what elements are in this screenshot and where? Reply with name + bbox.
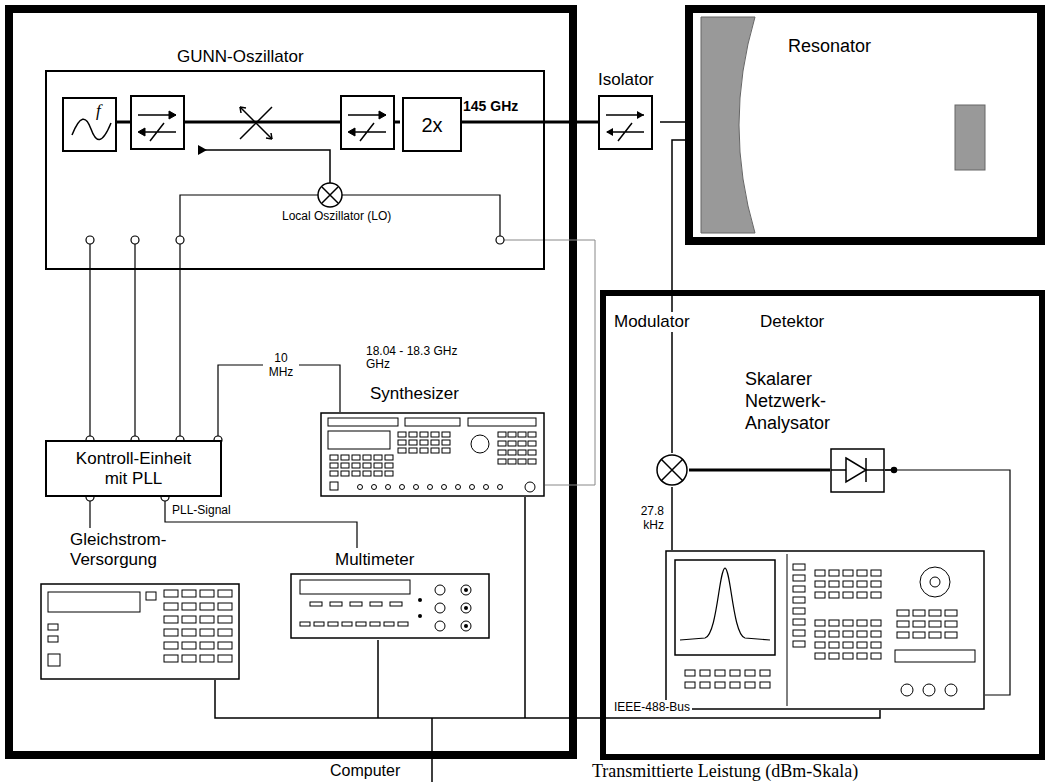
isolator-box: Isolator [598,95,660,150]
isolator-box-drawing [598,95,660,150]
node-heading: Kontroll-Einheit mit PLL [64,449,204,489]
connector-line [165,497,357,548]
filter-box-drawing [64,99,115,150]
node-heading: Skalarer Netzwerk- Analysator [745,368,860,434]
lo-label: Local Oszillator (LO) [282,209,391,223]
connector-line [135,270,136,440]
connector-line [90,270,91,440]
edge-label: PLL-Signal [172,503,231,517]
connector-line [180,270,181,440]
computer-label: Computer [330,762,400,780]
connector-line [90,497,91,528]
node-heading: Gleichstrom- Versorgung [70,530,200,570]
network-analyzer-instrument-drawing [665,550,985,710]
synthesizer-instrument-drawing [320,412,545,497]
detection-frame [603,293,1042,757]
detector-symbol-drawing [830,448,885,493]
node-heading: 2x [421,113,442,137]
node-heading: Resonator [788,35,871,57]
resonator-housing: Resonator [685,5,1045,245]
modulator-symbol: Modulator [655,453,689,487]
synthesizer-instrument: Synthesizer [320,412,545,497]
node-heading: Modulator [612,312,692,332]
connector-line [545,240,595,485]
multimeter-instrument: Multimeter [290,548,490,640]
node-heading: Isolator [598,70,654,90]
edge-label: 10 MHz [263,351,299,379]
connector-line [672,487,673,550]
connector-line [660,122,685,123]
detector-symbol: Detektor [830,448,885,493]
doubler-box: 2x [402,97,462,152]
node-heading: Synthesizer [370,384,459,404]
connector-line [689,470,830,471]
filter-box: f [62,97,117,152]
bus-label: IEEE-488-Bus [612,700,692,714]
edge-label: 145 GHz [463,98,518,115]
dc-supply-instrument: Gleichstrom- Versorgung [40,528,240,680]
ieee-bus [215,468,897,782]
connector-line [672,140,685,453]
control-unit-box: Kontroll-Einheit mit PLL [45,440,222,497]
edge-label: 27.8 kHz [626,504,664,532]
node-heading: f [96,101,101,121]
modulator-symbol-drawing [655,453,689,487]
node-heading: Detektor [760,312,824,332]
node-heading: Multimeter [335,550,414,570]
axis-note: Transmittierte Leistung (dBm-Skala) [592,762,858,781]
node-heading: GUNN-Oszillator [177,47,304,67]
network-analyzer-instrument: Skalarer Netzwerk- Analysator [665,550,985,710]
frequency-label: 18.04 - 18.3 GHz GHz [366,345,478,371]
connector-line [462,122,598,123]
